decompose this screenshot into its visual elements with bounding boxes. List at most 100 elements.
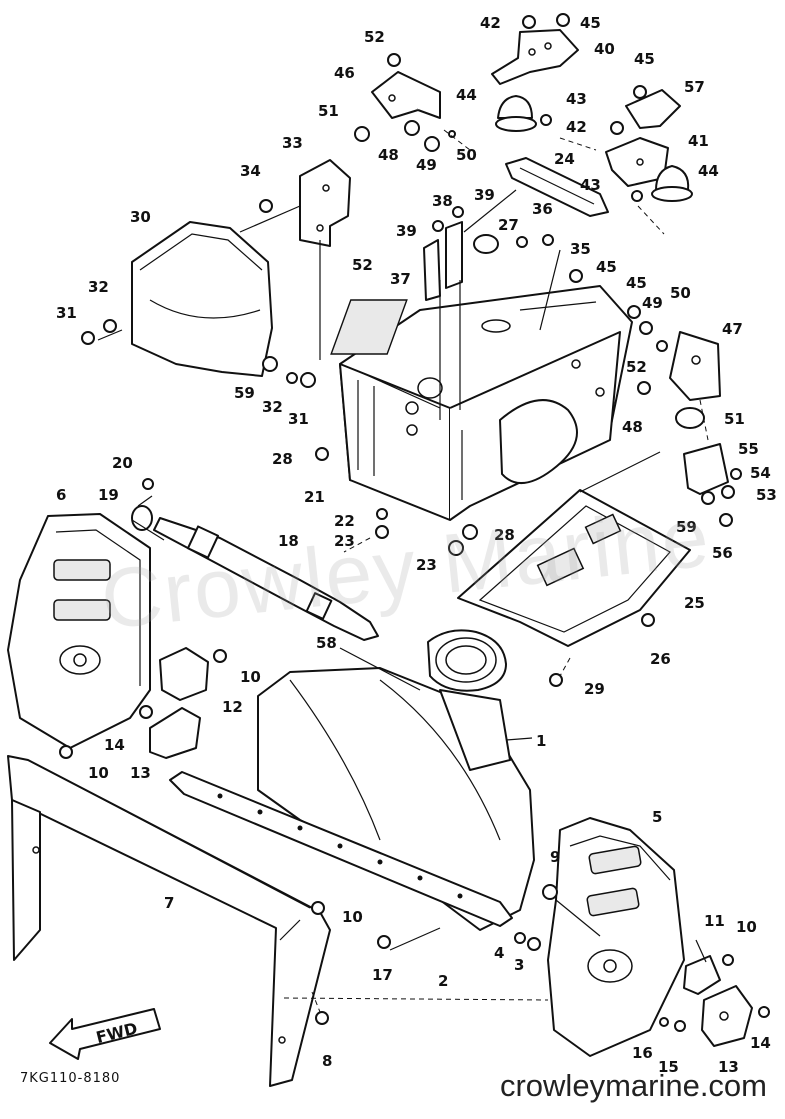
- side-panel-6: [7, 513, 151, 749]
- callout-10d: 10: [736, 918, 757, 936]
- callout-15: 15: [658, 1058, 679, 1076]
- callout-12: 12: [222, 698, 243, 716]
- bracket-12: [159, 647, 209, 701]
- callout-31b: 31: [288, 410, 309, 428]
- callout-51a: 51: [318, 102, 339, 120]
- callout-37: 37: [390, 270, 411, 288]
- callout-43a: 43: [566, 90, 587, 108]
- fwd-arrow-icon: FWD: [49, 1008, 161, 1060]
- callout-21: 21: [304, 488, 325, 506]
- callout-1: 1: [536, 732, 546, 750]
- callout-22: 22: [334, 512, 355, 530]
- mount-bracket-57: [625, 89, 681, 129]
- callout-48a: 48: [378, 146, 399, 164]
- callout-44a: 44: [456, 86, 477, 104]
- callout-30: 30: [130, 208, 151, 226]
- callout-28a: 28: [272, 450, 293, 468]
- callout-45c: 45: [596, 258, 617, 276]
- auger-shaft-18: [153, 517, 379, 641]
- main-frame-21: [330, 285, 633, 521]
- callout-4: 4: [494, 944, 504, 962]
- callout-59b: 59: [676, 518, 697, 536]
- callout-52a: 52: [364, 28, 385, 46]
- callout-45a: 45: [580, 14, 601, 32]
- callout-45b: 45: [634, 50, 655, 68]
- callout-14a: 14: [104, 736, 125, 754]
- callout-23a: 23: [334, 532, 355, 550]
- callout-19: 19: [98, 486, 119, 504]
- callout-29: 29: [584, 680, 605, 698]
- mount-bracket-46: [371, 71, 441, 119]
- hardware-fasteners: [59, 13, 770, 1032]
- callout-24: 24: [554, 150, 575, 168]
- bracket-11: [683, 955, 721, 995]
- callout-41: 41: [688, 132, 709, 150]
- callout-59a: 59: [234, 384, 255, 402]
- callout-32a: 32: [88, 278, 109, 296]
- lower-frame-7: [7, 755, 331, 1087]
- callout-7: 7: [164, 894, 174, 912]
- bracket-37: [423, 221, 463, 301]
- leader-lines: [97, 129, 709, 1013]
- callout-40: 40: [594, 40, 615, 58]
- callout-51b: 51: [724, 410, 745, 428]
- callout-8: 8: [322, 1052, 332, 1070]
- callout-31a: 31: [56, 304, 77, 322]
- bracket-13b: [701, 985, 753, 1047]
- rubber-mount-44b: [651, 165, 693, 202]
- bracket-47: [669, 331, 721, 401]
- engine-mount-bracket-40: [491, 20, 579, 85]
- callout-20: 20: [112, 454, 133, 472]
- callout-11: 11: [704, 912, 725, 930]
- callout-13b: 13: [718, 1058, 739, 1076]
- callout-53: 53: [756, 486, 777, 504]
- callout-43b: 43: [580, 176, 601, 194]
- callout-26: 26: [650, 650, 671, 668]
- callout-57: 57: [684, 78, 705, 96]
- callout-47: 47: [722, 320, 743, 338]
- tray-25: [457, 489, 691, 647]
- callout-56a: 56: [712, 544, 733, 562]
- bracket-55: [683, 443, 729, 495]
- callout-32b: 32: [262, 398, 283, 416]
- callout-52b: 52: [352, 256, 373, 274]
- bracket-33: [299, 159, 351, 247]
- callout-45d: 45: [626, 274, 647, 292]
- callout-labels: 42 45 40 52 46 45 57 44 43 42 41 51 48 5…: [56, 14, 777, 1076]
- rubber-mount-51b: [675, 407, 705, 429]
- collar-19: [131, 505, 153, 531]
- rubber-mount-44a: [495, 95, 537, 132]
- callout-33: 33: [282, 134, 303, 152]
- site-url-text: crowleymarine.com: [499, 1068, 767, 1103]
- plug-27: [473, 234, 499, 254]
- callout-50a: 50: [456, 146, 477, 164]
- callout-23b: 23: [416, 556, 437, 574]
- callout-38: 38: [432, 192, 453, 210]
- callout-13: 13: [130, 764, 151, 782]
- callout-49a: 49: [416, 156, 437, 174]
- bracket-13: [149, 707, 201, 759]
- callout-5: 5: [652, 808, 662, 826]
- diagram-code: 7KG110-8180: [20, 1071, 121, 1086]
- callout-39a: 39: [474, 186, 495, 204]
- callout-55: 55: [738, 440, 759, 458]
- callout-34: 34: [240, 162, 261, 180]
- callout-16: 16: [632, 1044, 653, 1062]
- callout-17: 17: [372, 966, 393, 984]
- callout-18: 18: [278, 532, 299, 550]
- callout-50b: 50: [670, 284, 691, 302]
- callout-10a: 10: [240, 668, 261, 686]
- callout-9: 9: [550, 848, 560, 866]
- callout-28b: 28: [494, 526, 515, 544]
- callout-39b: 39: [396, 222, 417, 240]
- side-cover-30: [131, 221, 273, 377]
- callout-25: 25: [684, 594, 705, 612]
- callout-49b: 49: [642, 294, 663, 312]
- callout-42a: 42: [480, 14, 501, 32]
- side-panel-5: [547, 817, 685, 1057]
- callout-10c: 10: [342, 908, 363, 926]
- cross-member-24: [505, 157, 609, 217]
- callout-10b: 10: [88, 764, 109, 782]
